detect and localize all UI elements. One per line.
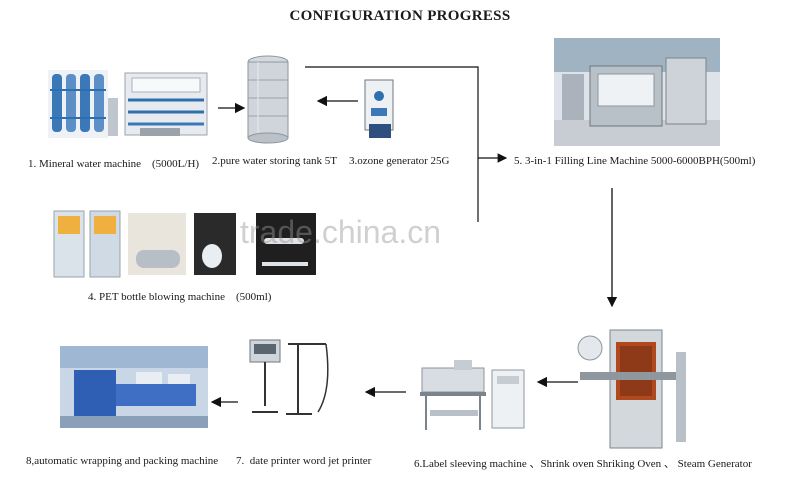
mineral-water-machine-image xyxy=(48,70,208,138)
label-sleeving-image xyxy=(577,329,686,449)
caption-mineral-water: 1. Mineral water machine (5000L/H) xyxy=(28,158,200,170)
watermark: trade.china.cn xyxy=(240,214,442,250)
shrink-oven-image xyxy=(420,360,525,430)
caption-ozone: 3.ozone generator 25G xyxy=(349,155,450,167)
pure-water-tank-image xyxy=(247,55,289,144)
caption-filling: 5. 3-in-1 Filling Line Machine 5000-6000… xyxy=(514,155,756,167)
page-title: CONFIGURATION PROGRESS xyxy=(289,8,511,24)
caption-pet-blowing: 4. PET bottle blowing machine (500ml) xyxy=(88,291,272,303)
filling-machine-image xyxy=(554,38,720,146)
caption-pure-water-tank: 2.pure water storing tank 5T xyxy=(212,155,337,167)
wrapping-machine-image xyxy=(60,346,208,428)
pet-bottle-blowing-image xyxy=(53,210,316,278)
caption-date-printer: 7. date printer word jet printer xyxy=(236,455,372,467)
caption-wrapping: 8,automatic wrapping and packing machine xyxy=(26,455,219,467)
ozone-generator-image xyxy=(364,79,394,138)
jet-printer-image xyxy=(249,339,329,415)
arrow-tank-to-filling xyxy=(305,66,508,163)
caption-label-sleeving: 6.Label sleeving machine 、Shrink oven Sh… xyxy=(414,458,752,470)
